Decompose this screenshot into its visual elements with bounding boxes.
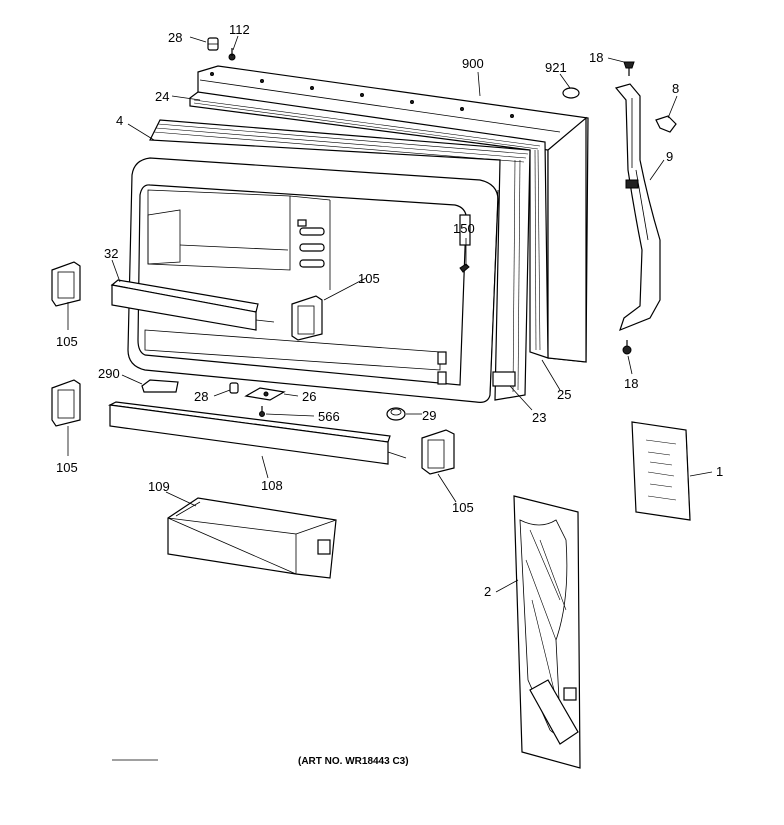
leader-lines — [67, 35, 713, 761]
part-112-screw — [228, 48, 236, 61]
label-28-mid: 28 — [194, 389, 208, 404]
part-9-door-handle — [614, 83, 661, 332]
inner-door-liner — [127, 157, 516, 403]
part-1-owner-manual — [631, 421, 691, 521]
label-900: 900 — [462, 56, 484, 71]
label-28-top: 28 — [168, 30, 182, 45]
label-105-right: 105 — [358, 271, 380, 286]
part-32-shelf-rail — [110, 279, 275, 331]
part-2-door-harness-panel — [513, 495, 581, 769]
label-23: 23 — [532, 410, 546, 425]
door-gasket — [189, 91, 549, 359]
label-105-upper-left: 105 — [56, 334, 78, 349]
label-29: 29 — [422, 408, 436, 423]
label-2: 2 — [484, 584, 491, 599]
label-24: 24 — [155, 89, 169, 104]
label-18-bottom: 18 — [624, 376, 638, 391]
part-105-bracket-upper-left — [51, 261, 81, 307]
part-105-bracket-lower-right — [421, 429, 455, 475]
label-108: 108 — [261, 478, 283, 493]
part-18-bottom-screw — [622, 340, 632, 355]
label-109: 109 — [148, 479, 170, 494]
part-566-screw — [259, 406, 265, 417]
label-1: 1 — [716, 464, 723, 479]
label-25: 25 — [557, 387, 571, 402]
label-105-lower-left: 105 — [56, 460, 78, 475]
part-150-screw — [459, 263, 470, 273]
label-8: 8 — [672, 81, 679, 96]
part-108-shelf-rail — [107, 401, 407, 465]
part-26-plate — [244, 387, 286, 401]
label-150: 150 — [453, 221, 475, 236]
door-liner-frame — [149, 119, 531, 401]
label-9: 9 — [666, 149, 673, 164]
part-105-bracket-lower-left — [51, 379, 81, 427]
art-number: (ART NO. WR18443 C3) — [298, 756, 409, 767]
part-105-bracket-right — [291, 295, 323, 341]
label-4: 4 — [116, 113, 123, 128]
part-28-top-plug — [207, 37, 219, 51]
label-26: 26 — [302, 389, 316, 404]
label-290: 290 — [98, 366, 120, 381]
part-18-top-screw — [623, 61, 635, 76]
label-112: 112 — [229, 22, 250, 37]
callout-labels: 28 112 900 921 18 8 24 4 9 150 32 105 10… — [56, 22, 723, 767]
part-290-block — [141, 379, 179, 393]
part-29-bumper — [386, 407, 406, 421]
label-105-lower-right: 105 — [452, 500, 474, 515]
label-18-top: 18 — [589, 50, 603, 65]
part-109-door-bin — [167, 497, 337, 579]
part-28-plug — [229, 382, 239, 394]
label-921: 921 — [545, 60, 567, 75]
label-32: 32 — [104, 246, 118, 261]
label-566: 566 — [318, 409, 340, 424]
part-921-plug — [562, 87, 580, 99]
part-8-clip — [655, 115, 677, 133]
